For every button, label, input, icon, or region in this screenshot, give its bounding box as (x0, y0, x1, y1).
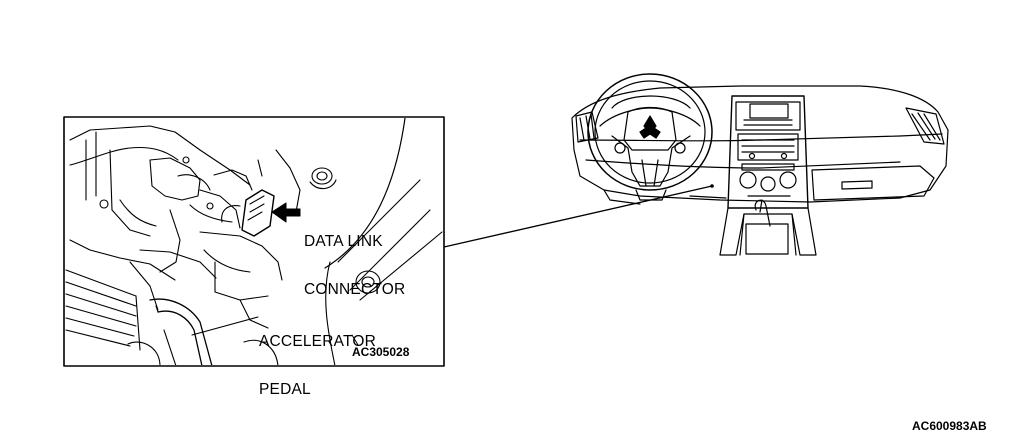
steering-wheel (587, 73, 713, 201)
data-link-connector-label: DATA LINK CONNECTOR (304, 201, 405, 331)
accelerator-pedal-label: ACCELERATOR PEDAL (259, 301, 376, 431)
accelerator-label-line1: ACCELERATOR (259, 332, 377, 350)
inset-frame (63, 116, 445, 367)
arrow-left-icon (271, 202, 301, 223)
figure-code: AC600983AB (912, 419, 987, 433)
inset-figure-code: AC305028 (352, 345, 410, 359)
inset-detail-view (63, 116, 445, 367)
location-leader-line (443, 185, 713, 248)
accelerator-label-line2: PEDAL (259, 381, 311, 399)
center-console (719, 95, 817, 256)
accelerator-leader-line (191, 316, 259, 336)
data-link-label-line2: CONNECTOR (304, 281, 406, 299)
inset-code-leader (351, 334, 359, 346)
data-link-label-line1: DATA LINK (304, 232, 383, 250)
dashboard-overview (571, 73, 949, 256)
accelerator-pedal-drawing (149, 298, 213, 365)
data-link-connector-drawing (221, 189, 275, 237)
